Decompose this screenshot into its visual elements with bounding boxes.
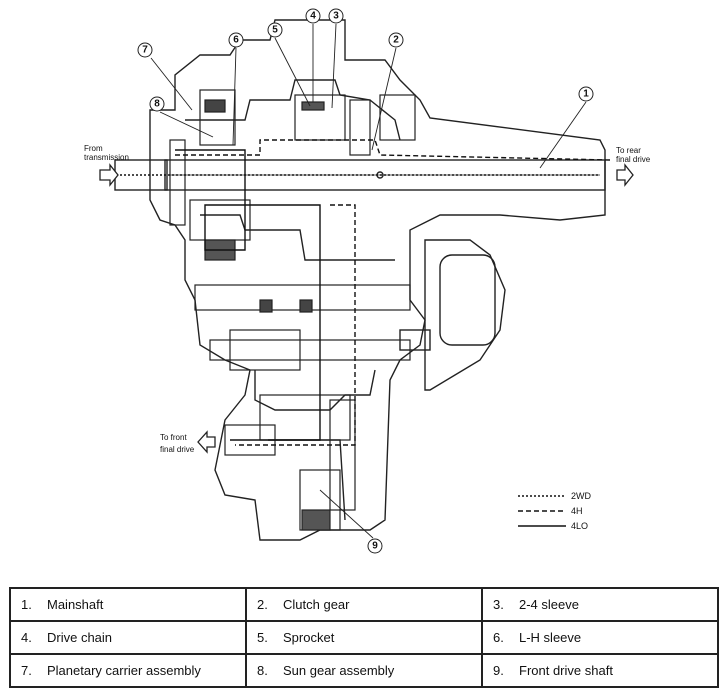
part-name: Sprocket [283, 630, 335, 645]
part-number: 4. [21, 630, 32, 645]
transfer-case-diagram: From transmission To rear final drive To… [84, 8, 651, 554]
svg-text:9: 9 [372, 541, 378, 552]
svg-text:2WD: 2WD [571, 491, 592, 501]
table-cell: 6. L-H sleeve [481, 620, 719, 655]
svg-text:8: 8 [154, 99, 160, 110]
shift-actuator [399, 239, 506, 391]
svg-text:4H: 4H [571, 506, 583, 516]
callout-1: 1 [578, 86, 594, 102]
flow-arrows [99, 163, 634, 454]
part-number: 8. [257, 663, 268, 678]
part-name: L-H sleeve [519, 630, 582, 645]
part-name: Front drive shaft [519, 663, 613, 678]
part-name: 2-4 sleeve [519, 597, 579, 612]
table-cell: 1. Mainshaft [9, 587, 247, 622]
table-cell: 9. Front drive shaft [481, 653, 719, 688]
callout-2: 2 [388, 32, 404, 48]
table-cell: 7. Planetary carrier assembly [9, 653, 247, 688]
input-arrow [99, 163, 119, 187]
table-row: 4. Drive chain 5. Sprocket 6. L-H sleeve [9, 620, 719, 655]
svg-text:4: 4 [310, 11, 316, 22]
part-number: 6. [493, 630, 504, 645]
svg-text:3: 3 [333, 11, 339, 22]
parts-legend-table: 1. Mainshaft 2. Clutch gear 3. 2-4 sleeve 4… [9, 587, 719, 688]
gear-assemblies [169, 89, 416, 531]
to-rear-label-line2: final drive [616, 155, 651, 164]
callout-7: 7 [137, 42, 153, 58]
callout-4: 4 [305, 8, 321, 24]
legend-item-4lo: 4LO [518, 521, 588, 531]
table-cell: 3. 2-4 sleeve [481, 587, 719, 622]
svg-text:5: 5 [272, 25, 278, 36]
callout-5: 5 [267, 22, 283, 38]
from-transmission-label-line2: transmission [84, 153, 129, 162]
part-name: Sun gear assembly [283, 663, 395, 678]
table-cell: 5. Sprocket [245, 620, 483, 655]
callout-leaders [150, 23, 587, 539]
svg-text:6: 6 [233, 35, 239, 46]
transfer-case-housing [149, 19, 606, 541]
svg-text:7: 7 [142, 45, 148, 56]
table-row: 1. Mainshaft 2. Clutch gear 3. 2-4 sleeve [9, 587, 719, 622]
from-transmission-label: From [84, 144, 103, 153]
front-output-arrow [197, 430, 216, 454]
part-name: Planetary carrier assembly [47, 663, 201, 678]
table-cell: 2. Clutch gear [245, 587, 483, 622]
callout-3: 3 [328, 8, 344, 24]
part-number: 7. [21, 663, 32, 678]
table-row: 7. Planetary carrier assembly 8. Sun gear … [9, 653, 719, 688]
callout-8: 8 [149, 96, 165, 112]
part-name: Drive chain [47, 630, 113, 645]
part-number: 1. [21, 597, 32, 612]
part-number: 5. [257, 630, 268, 645]
callout-markers: 1 2 3 4 5 6 7 8 9 [137, 8, 594, 554]
rear-output-arrow [616, 163, 634, 187]
legend-item-2wd: 2WD [518, 491, 592, 501]
svg-text:1: 1 [583, 89, 589, 100]
table-cell: 8. Sun gear assembly [245, 653, 483, 688]
part-number: 9. [493, 663, 504, 678]
table-cell: 4. Drive chain [9, 620, 247, 655]
callout-9: 9 [367, 538, 383, 554]
callout-6: 6 [228, 32, 244, 48]
svg-text:2: 2 [393, 35, 399, 46]
to-front-label-line2: final drive [160, 445, 195, 454]
part-number: 2. [257, 597, 268, 612]
part-name: Clutch gear [283, 597, 350, 612]
part-number: 3. [493, 597, 504, 612]
to-front-label: To front [160, 433, 187, 442]
to-rear-label: To rear [616, 146, 641, 155]
legend: 2WD 4H 4LO [518, 491, 592, 531]
legend-item-4h: 4H [518, 506, 583, 516]
part-name: Mainshaft [47, 597, 104, 612]
power-flow-paths [120, 139, 611, 446]
svg-text:4LO: 4LO [571, 521, 588, 531]
